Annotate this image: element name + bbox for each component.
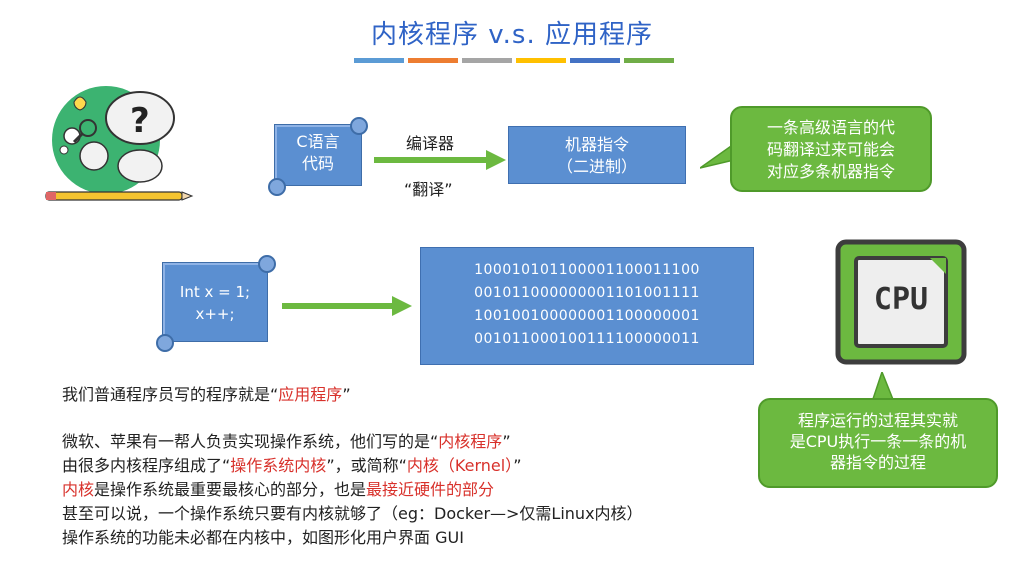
code-line2: x++; (195, 305, 235, 323)
text-line-5: 甚至可以说，一个操作系统只要有内核就够了（eg：Docker—>仅需Linux内… (62, 504, 643, 523)
text-line-2-a: 微软、苹果有一帮人负责实现操作系统，他们写的是“ (62, 432, 439, 451)
binary-line-1: 100010101100001100011100 (474, 262, 700, 278)
scroll-curl-top (350, 117, 368, 135)
title-underline-bars (354, 58, 674, 63)
text-line-1-b: ” (342, 385, 351, 404)
machine-box-line1: 机器指令 (564, 135, 629, 154)
thinking-illustration-icon: ? (44, 84, 194, 208)
cpu-icon (834, 238, 968, 366)
callout-top: 一条高级语言的代 码翻译过来可能会 对应多条机器指令 (730, 106, 932, 192)
text-line-1: 我们普通程序员写的程序就是“应用程序” (62, 384, 351, 405)
code-scroll-curl-top (258, 255, 276, 273)
text-line-3-highlight-2: 内核（Kernel） (406, 456, 514, 475)
binary-code-box: 100010101100001100011100 001011000000001… (420, 247, 754, 365)
binary-arrow-icon (282, 294, 414, 322)
title-bar-6 (624, 58, 674, 63)
callout-top-line3: 对应多条机器指令 (766, 162, 895, 181)
text-line-2: 微软、苹果有一帮人负责实现操作系统，他们写的是“内核程序” (62, 431, 511, 452)
code-line1: Int x = 1; (179, 283, 251, 301)
text-line-4-highlight-1: 内核 (62, 480, 95, 499)
code-example-scroll: Int x = 1; x++; (162, 262, 268, 342)
callout-bottom-line2: 是CPU执行一条一条的机 (789, 432, 967, 451)
title-bar-1 (354, 58, 404, 63)
text-line-3: 由很多内核程序组成了“操作系统内核”，或简称“内核（Kernel）” (62, 455, 521, 476)
callout-bottom-line1: 程序运行的过程其实就 (797, 411, 958, 430)
translate-label: “翻译” (404, 180, 453, 199)
c-code-scroll: C语言 代码 (274, 124, 362, 186)
scroll-curl-bottom (268, 178, 286, 196)
title-bar-2 (408, 58, 458, 63)
binary-line-2: 001011000000001101001111 (474, 285, 700, 301)
callout-top-line1: 一条高级语言的代 (766, 118, 895, 137)
title-bar-3 (462, 58, 512, 63)
text-line-4-highlight-2: 最接近硬件的部分 (366, 480, 495, 499)
text-line-6: 操作系统的功能未必都在内核中，如图形化用户界面 GUI (62, 528, 464, 547)
text-line-4: 内核是操作系统最重要最核心的部分，也是最接近硬件的部分 (62, 479, 494, 500)
text-line-3-a: 由很多内核程序组成了“ (62, 456, 231, 475)
text-line-2-b: ” (502, 432, 511, 451)
text-line-3-b: ”，或简称“ (326, 456, 407, 475)
c-code-line1: C语言 (296, 132, 340, 151)
text-line-1-a: 我们普通程序员写的程序就是“ (62, 385, 279, 404)
binary-line-4: 001011000100111100000011 (474, 331, 700, 347)
cpu-label: CPU (873, 282, 929, 317)
text-line-2-highlight: 内核程序 (438, 432, 503, 451)
svg-text:?: ? (130, 101, 150, 141)
callout-bottom-line3: 器指令的过程 (829, 453, 926, 472)
code-scroll-curl-bottom (156, 334, 174, 352)
machine-instruction-box: 机器指令 （二进制） (508, 126, 686, 184)
title-bar-5 (570, 58, 620, 63)
callout-bottom: 程序运行的过程其实就 是CPU执行一条一条的机 器指令的过程 (758, 398, 998, 488)
title-bar-4 (516, 58, 566, 63)
text-line-4-a: 是操作系统最重要最核心的部分，也是 (94, 480, 367, 499)
text-line-3-c: ” (513, 456, 522, 475)
callout-top-pointer (699, 140, 735, 174)
binary-line-3: 100100100000001100000001 (474, 308, 700, 324)
text-line-1-highlight: 应用程序 (278, 385, 343, 404)
compiler-label: 编译器 (406, 134, 455, 153)
machine-box-line2: （二进制） (556, 157, 637, 176)
compile-arrow-icon (374, 148, 508, 176)
text-line-3-highlight-1: 操作系统内核 (230, 456, 327, 475)
c-code-line2: 代码 (301, 154, 334, 173)
slide-title: 内核程序 v.s. 应用程序 (371, 20, 653, 50)
callout-top-line2: 码翻译过来可能会 (766, 140, 895, 159)
